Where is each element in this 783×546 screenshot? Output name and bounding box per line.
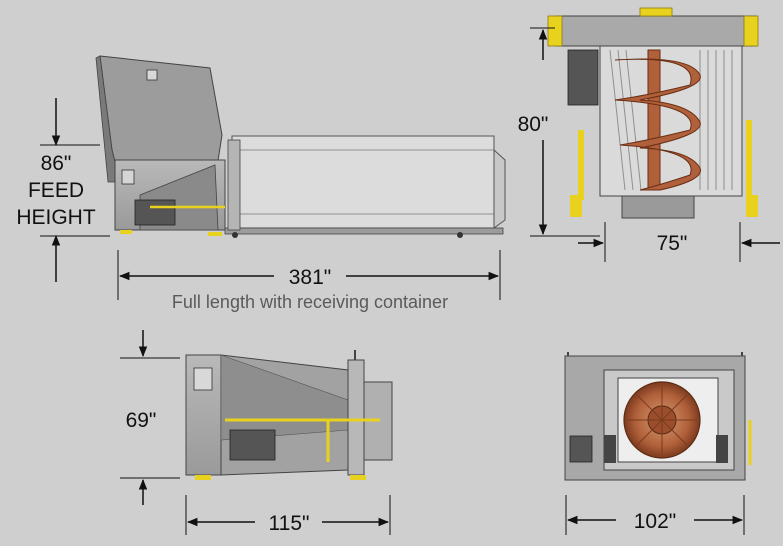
auger-screw bbox=[614, 49, 701, 191]
end-view-width-dimension: 75" bbox=[578, 222, 780, 262]
compactor-length-value: 115" bbox=[269, 512, 310, 535]
feed-height-label-line2: HEIGHT bbox=[16, 206, 96, 229]
compactor-height-dimension: 69" bbox=[120, 330, 180, 505]
feed-height-label-line1: FEED bbox=[28, 179, 84, 202]
end-view-height-dimension: 80" bbox=[518, 27, 600, 237]
full-length-dimension: 381" Full length with receiving containe… bbox=[117, 250, 501, 312]
side-elevation-view bbox=[95, 55, 506, 238]
feed-height-value: 86" bbox=[41, 152, 72, 175]
end-view-height-value: 80" bbox=[518, 113, 549, 136]
compactor-end-view bbox=[564, 352, 752, 481]
compactor-width-dimension: 102" bbox=[565, 495, 745, 535]
compactor-length-dimension: 115" bbox=[185, 495, 391, 535]
full-length-value: 381" bbox=[289, 266, 332, 289]
receiving-container bbox=[231, 135, 495, 229]
full-length-caption: Full length with receiving container bbox=[172, 292, 448, 312]
end-view-auger bbox=[547, 7, 759, 219]
end-view-width-value: 75" bbox=[657, 232, 688, 255]
feed-height-dimension: 86" FEED HEIGHT bbox=[16, 98, 110, 282]
compactor-width-value: 102" bbox=[634, 510, 677, 533]
compactor-height-value: 69" bbox=[126, 409, 157, 432]
compactor-side-view bbox=[185, 350, 393, 480]
